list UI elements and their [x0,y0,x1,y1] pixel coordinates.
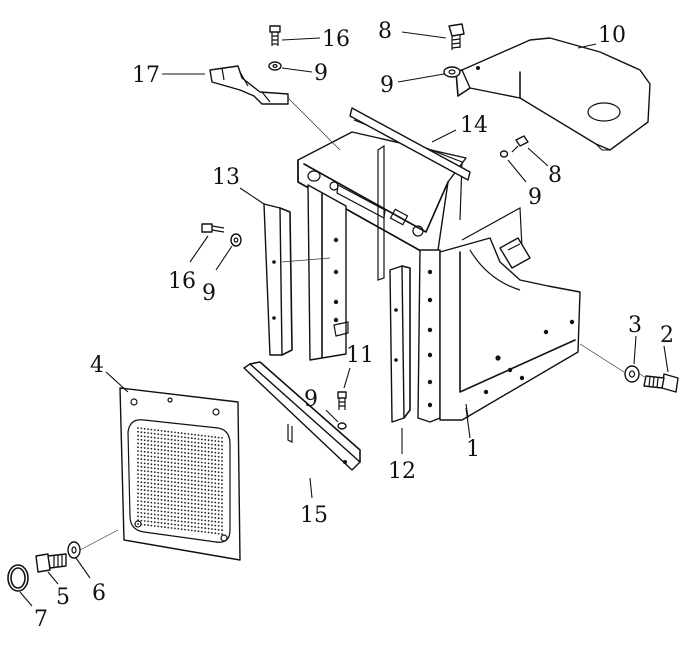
washer-3 [624,365,640,383]
label-part-9-bottom: 9 [304,387,318,412]
bolt-16-mid [201,223,225,233]
bolt-8-top [448,23,465,50]
label-part-4: 4 [90,353,104,378]
label-part-10: 10 [598,23,626,48]
grille-screen [119,387,241,561]
label-part-15: 15 [300,503,328,528]
bracket-clip [209,65,341,151]
bolt-11 [337,391,347,410]
label-part-12: 12 [388,459,416,484]
label-part-9-mid: 9 [202,281,216,306]
bolt-top [269,25,281,46]
label-part-9-top: 9 [314,61,328,86]
radiator-guard-frame [297,119,581,423]
label-part-7: 7 [34,607,48,632]
part-labels: 1 2 3 4 5 6 7 8 8 9 9 9 9 9 10 11 12 13 … [34,19,674,632]
thin-rail [349,107,471,181]
bolt-8-right [511,135,529,153]
washer-8-top [443,66,461,78]
washer-9-bottom [337,422,347,430]
right-vertical-channel [389,265,411,423]
label-part-11: 11 [346,343,374,368]
bolt-2 [643,373,679,393]
washer-9-right [499,150,509,158]
label-part-6: 6 [92,581,106,606]
leader-lines [19,31,669,607]
left-vertical-channel [263,203,331,356]
top-cover-plate [455,37,651,151]
label-part-9-right: 9 [528,185,542,210]
washer-9-mid [230,233,242,247]
label-part-1: 1 [466,437,480,462]
label-part-16-mid: 16 [168,269,196,294]
label-part-5: 5 [56,585,70,610]
bolt-5 [35,553,67,573]
label-part-2: 2 [660,323,674,348]
label-part-17: 17 [132,63,160,88]
label-part-16-top: 16 [322,27,350,52]
label-part-3: 3 [628,313,642,338]
label-part-8-right: 8 [548,163,562,188]
label-part-8-top: 8 [378,19,392,44]
snap-ring-7 [7,564,29,592]
washer-6 [67,541,81,559]
label-part-13: 13 [212,165,240,190]
label-part-14: 14 [460,113,488,138]
washer-17 [268,61,282,71]
grille-mesh [137,427,223,535]
label-part-9-cover: 9 [380,73,394,98]
angle-bracket [243,361,361,471]
